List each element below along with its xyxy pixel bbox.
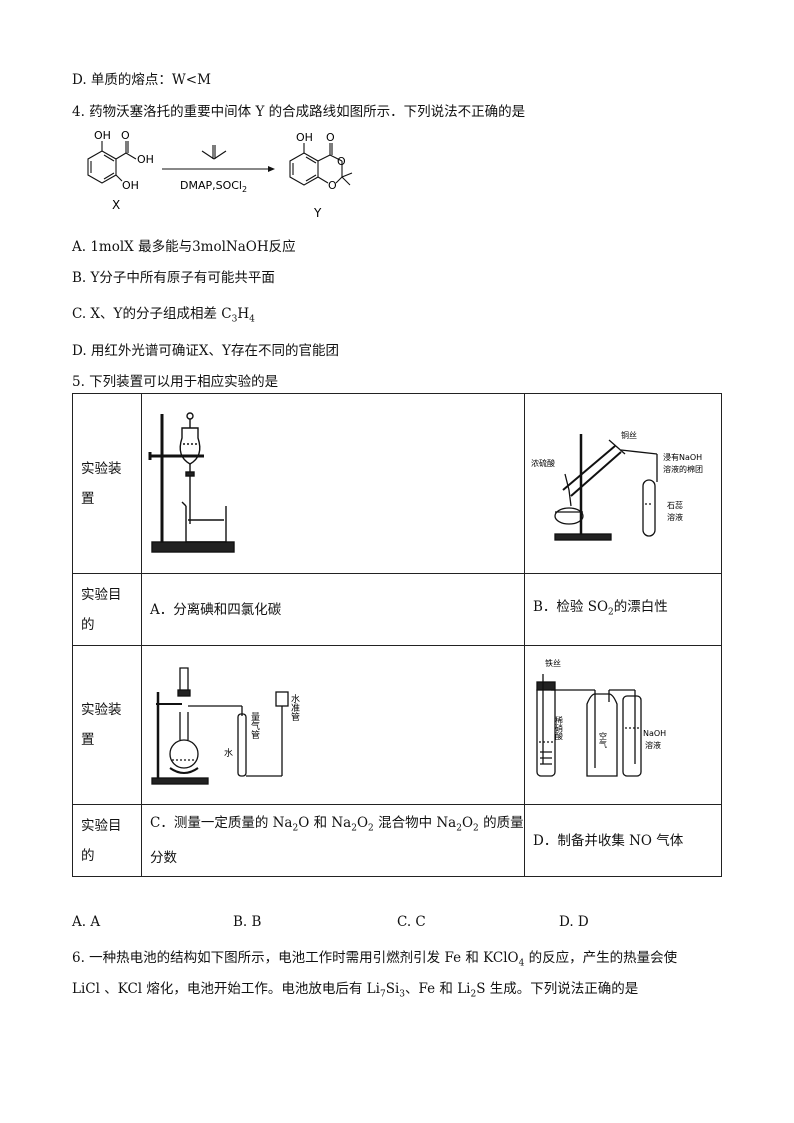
label-iron-wire: 铁丝 [545, 658, 561, 668]
x-oh-bottom: OH [122, 179, 139, 192]
row-label-goal: 实验目的 [72, 573, 142, 646]
x-carbonyl-o: O [121, 129, 130, 142]
answer-option-b[interactable]: B. B [233, 914, 262, 930]
q4-stem: 4. 药物沃塞洛托的重要中间体 Y 的合成路线如图所示．下列说法不正确的是 [72, 104, 526, 120]
table-row: 实验目的 A．分离碘和四氯化碳 B．检验 SO2的漂白性 [72, 573, 722, 646]
acetone-structure [201, 145, 227, 160]
goal-d: D．制备并收集 NO 气体 [524, 804, 722, 877]
separatory-funnel-apparatus [148, 412, 235, 553]
molecule-y [289, 143, 353, 186]
apparatus-b-cell: 铜丝 浓硫酸 浸有NaOH 溶液的棉团 石蕊 溶液 [524, 393, 722, 574]
label-naoh-cotton-1: 浸有NaOH [663, 452, 702, 462]
label-litmus-1: 石蕊 [667, 500, 683, 510]
reagent-label: DMAP,SOCl2 [180, 179, 247, 194]
apparatus-a-cell [141, 393, 525, 574]
reaction-arrow [162, 166, 275, 172]
label-level-tube: 水准管 [289, 693, 300, 721]
answer-option-c[interactable]: C. C [397, 914, 426, 930]
goal-b: B．检验 SO2的漂白性 [524, 573, 722, 646]
copper-sulfuric-acid-apparatus: 铜丝 浓硫酸 浸有NaOH 溶液的棉团 石蕊 溶液 [531, 430, 703, 541]
y-label: Y [313, 206, 322, 220]
label-naoh-2: 溶液 [645, 740, 661, 750]
x-label: X [112, 198, 120, 212]
label-litmus-2: 溶液 [667, 512, 683, 522]
q3-option-d: D. 单质的熔点：W<M [72, 72, 211, 88]
no-gas-apparatus: 铁丝 稀硝酸 空气 NaOH 溶液 [536, 658, 666, 777]
row-label-apparatus: 实验装置 [72, 645, 142, 805]
row-label-apparatus: 实验装置 [72, 393, 142, 574]
apparatus-c-cell: 水 量气管 水准管 [141, 645, 525, 805]
q5-stem: 5. 下列装置可以用于相应实验的是 [72, 374, 279, 390]
gas-measuring-apparatus: 水 量气管 水准管 [151, 667, 300, 785]
q6-line-2: LiCl 、KCl 熔化，电池开始工作。电池放电后有 Li7Si3、Fe 和 L… [72, 981, 639, 1000]
x-acid-oh: OH [137, 153, 154, 166]
x-oh-top: OH [94, 129, 111, 142]
y-carbonyl-o: O [326, 131, 335, 144]
q4-option-b: B. Y分子中所有原子有可能共平面 [72, 270, 275, 286]
table-row: 实验装置 [72, 393, 722, 574]
q4-option-c: C. X、Y的分子组成相差 C3H4 [72, 306, 255, 325]
label-air: 空气 [599, 731, 608, 748]
label-dilute-nitric: 稀硝酸 [555, 715, 564, 741]
molecule-x [87, 141, 137, 184]
answer-option-a[interactable]: A. A [72, 914, 101, 930]
apparatus-d-cell: 铁丝 稀硝酸 空气 NaOH 溶液 [524, 645, 722, 805]
label-naoh-cotton-2: 溶液的棉团 [663, 464, 703, 474]
y-oh: OH [296, 131, 313, 144]
label-water: 水 [224, 747, 233, 759]
goal-a: A．分离碘和四氯化碳 [141, 573, 525, 646]
synthesis-scheme: OH O OH OH X DMAP,SOCl2 OH O O O Y [87, 129, 353, 220]
q4-option-d: D. 用红外光谱可确证X、Y存在不同的官能团 [72, 343, 339, 359]
label-naoh-1: NaOH [643, 729, 666, 738]
label-copper-wire: 铜丝 [621, 430, 637, 440]
experiment-table: 实验装置 [72, 393, 722, 877]
q6-line-1: 6. 一种热电池的结构如下图所示，电池工作时需用引燃剂引发 Fe 和 KClO4… [72, 950, 678, 969]
goal-c: C．测量一定质量的 Na2O 和 Na2O2 混合物中 Na2O2 的质量分数 [141, 804, 525, 877]
answer-option-d[interactable]: D. D [559, 914, 589, 930]
table-row: 实验目的 C．测量一定质量的 Na2O 和 Na2O2 混合物中 Na2O2 的… [72, 804, 722, 877]
table-row: 实验装置 [72, 645, 722, 805]
q4-option-a: A. 1molX 最多能与3molNaOH反应 [72, 239, 296, 255]
label-conc-acid: 浓硫酸 [531, 458, 555, 468]
y-ring-o-2: O [328, 179, 337, 192]
label-gas-tube: 量气管 [249, 712, 260, 739]
row-label-goal: 实验目的 [72, 804, 142, 877]
y-ring-o-1: O [337, 155, 346, 168]
